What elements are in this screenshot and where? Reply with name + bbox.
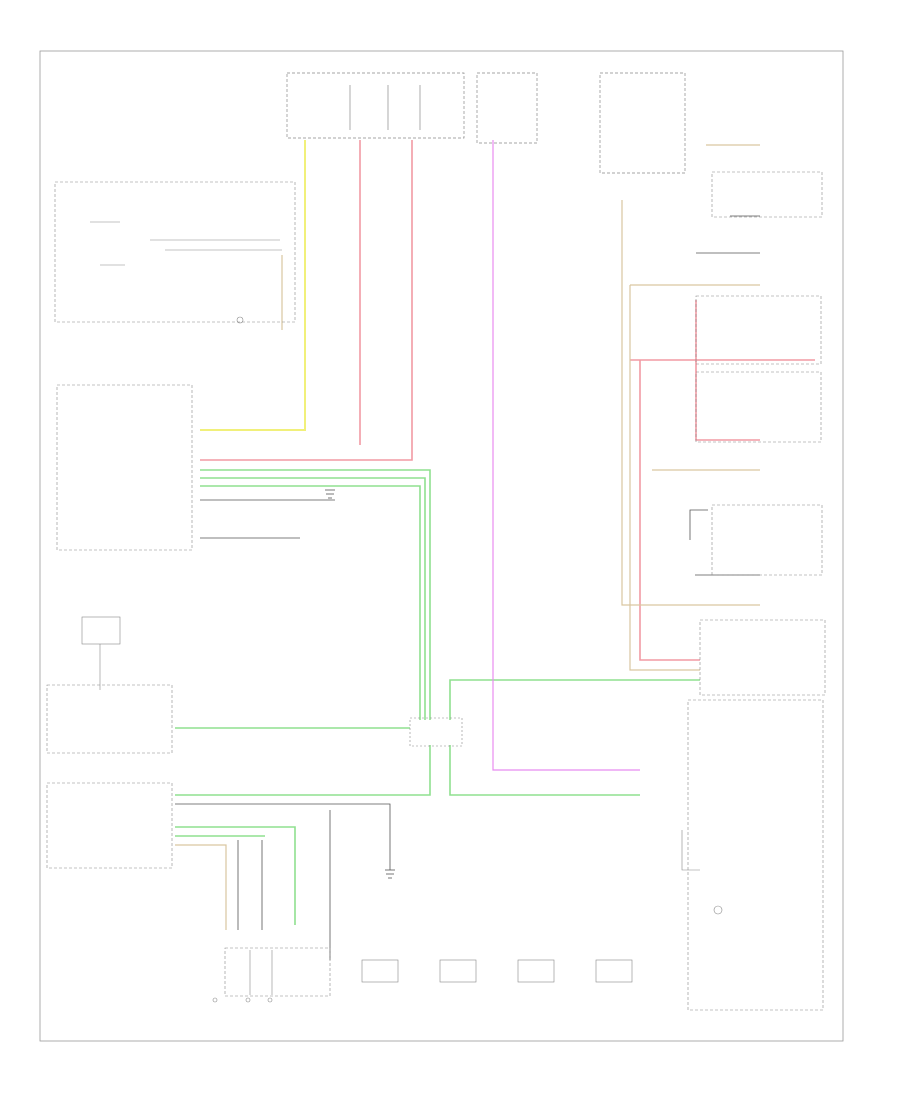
- connector-block: [46, 782, 173, 869]
- diagram-frame: [39, 50, 844, 1042]
- fuse-block-left: [286, 72, 465, 139]
- headlamp-switch: [54, 181, 296, 324]
- ground-symbols: [325, 489, 395, 879]
- wire-red: [200, 140, 815, 661]
- fuse-block-right: [599, 72, 686, 174]
- wire-black: [175, 215, 760, 960]
- wire-tan: [175, 144, 760, 930]
- wire-green: [175, 469, 700, 925]
- instrument-panel-module: [56, 384, 193, 551]
- relay-boxes: [361, 959, 633, 983]
- splice-pack: [409, 717, 463, 747]
- fuse-block-middle: [476, 72, 538, 144]
- seat-sensor-boxes: [695, 171, 826, 696]
- wire-yellow: [200, 140, 306, 431]
- seat-belt-switches: [212, 947, 331, 1003]
- instrument-cluster: [681, 699, 824, 1011]
- wire-violet: [492, 140, 640, 771]
- sensor-box: [81, 616, 121, 690]
- body-control-module: [46, 684, 173, 754]
